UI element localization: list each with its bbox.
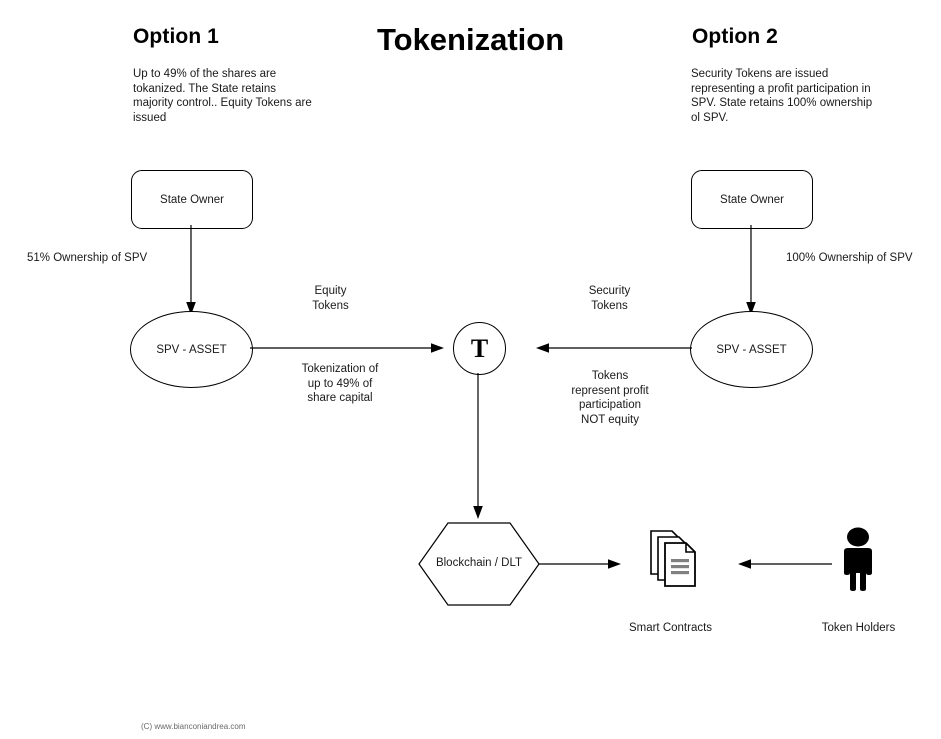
- token-symbol: T: [470, 333, 489, 363]
- arrow-token-to-blockchain: [473, 373, 483, 519]
- option-1-description: Up to 49% of the shares are tokanized. T…: [133, 68, 312, 124]
- ownership-label-left: 51% Ownership of SPV: [27, 252, 148, 264]
- option-1-heading: Option 1: [133, 25, 219, 48]
- spv-asset-ellipse-left[interactable]: SPV - ASSET: [130, 311, 253, 388]
- token-holders-caption: Token Holders: [821, 622, 896, 634]
- blockchain-hexagon-shape[interactable]: [417, 522, 541, 606]
- security-detail-label: Tokens represent profit participation NO…: [571, 370, 649, 426]
- security-tokens-label: Security Tokens: [562, 284, 657, 313]
- security-tokens-line-2: Tokens: [591, 299, 628, 312]
- token-holders-person-icon: [844, 527, 872, 591]
- arrow-owner-to-spv-right: [746, 225, 756, 315]
- spv-asset-label-right: SPV - ASSET: [716, 343, 787, 356]
- equity-tokens-label: Equity Tokens: [283, 284, 378, 313]
- page-title: Tokenization: [377, 22, 565, 57]
- state-owner-label-right: State Owner: [720, 193, 784, 206]
- equity-tokens-line-2: Tokens: [312, 299, 349, 312]
- ownership-label-right: 100% Ownership of SPV: [786, 252, 913, 264]
- arrow-owner-to-spv-left: [186, 225, 196, 315]
- token-circle[interactable]: T: [453, 322, 506, 375]
- tokenization-detail-label: Tokenization of up to 49% of share capit…: [301, 363, 379, 404]
- footer-copyright: (C) www.bianconiandrea.com: [141, 722, 246, 731]
- smart-contracts-caption: Smart Contracts: [628, 622, 713, 634]
- security-tokens-line-1: Security: [588, 285, 631, 297]
- state-owner-label-left: State Owner: [160, 193, 224, 206]
- option-2-heading: Option 2: [692, 25, 778, 48]
- state-owner-box-left[interactable]: State Owner: [131, 170, 253, 229]
- arrow-spv-to-token-left: [250, 343, 444, 353]
- spv-asset-label-left: SPV - ASSET: [156, 343, 227, 356]
- equity-tokens-line-1: Equity: [314, 285, 347, 297]
- arrow-holders-to-contracts: [738, 559, 832, 569]
- arrow-spv-to-token-right: [536, 343, 692, 353]
- blockchain-label: Blockchain / DLT: [435, 557, 523, 569]
- arrow-blockchain-to-contracts: [539, 559, 621, 569]
- spv-asset-ellipse-right[interactable]: SPV - ASSET: [690, 311, 813, 388]
- option-2-description: Security Tokens are issued representing …: [691, 68, 873, 124]
- state-owner-box-right[interactable]: State Owner: [691, 170, 813, 229]
- smart-contracts-icon: [650, 530, 696, 587]
